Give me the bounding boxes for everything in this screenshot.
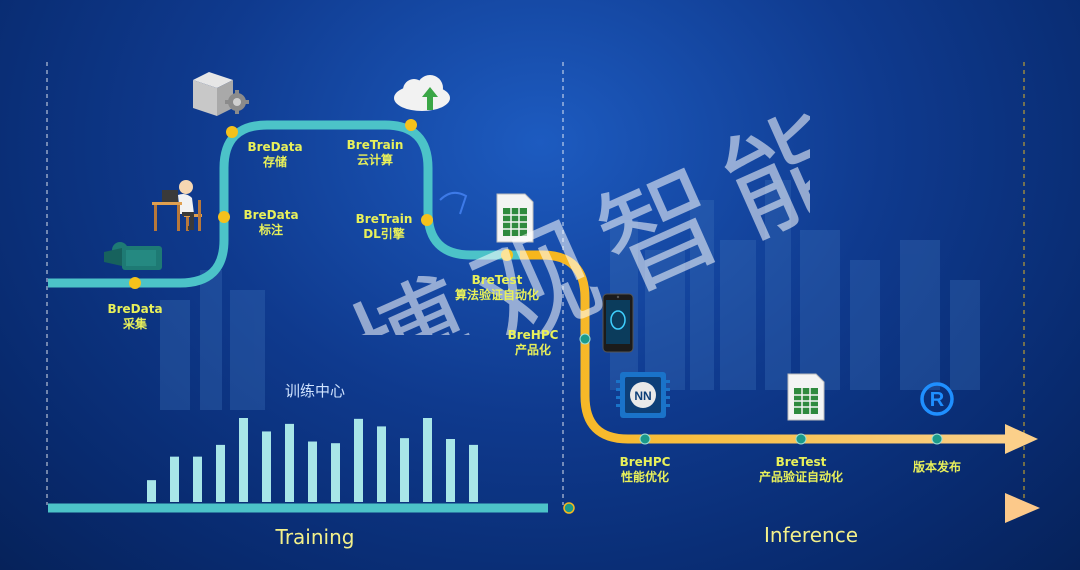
training-bar (469, 444, 478, 502)
node-bretest-algo: BreTest 算法验证自动化 (455, 273, 539, 303)
node-subtitle: DL引擎 (363, 227, 405, 241)
video-camera-icon (104, 242, 162, 270)
node-bredata-collect: BreData 采集 (107, 302, 162, 332)
pipeline-gold (520, 250, 1008, 444)
node-brehpc-perf: BreHPC 性能优化 (620, 455, 671, 485)
timeline-arrowhead (1005, 493, 1040, 523)
pipeline-arrowhead (1005, 424, 1038, 454)
pipeline-teal (48, 120, 520, 288)
training-bar (285, 423, 294, 502)
training-bar (354, 418, 363, 502)
svg-text:NN: NN (634, 389, 651, 403)
training-bar (400, 438, 409, 502)
node-subtitle: 标注 (258, 223, 284, 237)
training-bar (147, 480, 156, 502)
phase-training-label: Training (275, 525, 355, 549)
node-bretrain-dl: BreTrain DL引擎 (356, 212, 413, 242)
svg-text:R: R (930, 389, 945, 411)
node-title: BreData (243, 208, 299, 222)
skyline-background (160, 180, 980, 410)
dot-bretrain-cloud (405, 119, 417, 131)
node-title: BreTrain (355, 212, 413, 226)
training-bar (331, 443, 340, 502)
node-title: BreData (247, 140, 303, 154)
dot-bredata-label (218, 211, 230, 223)
dot-bretest-product (795, 433, 807, 445)
node-title: BreTest (471, 273, 523, 287)
server-gear-icon (193, 72, 249, 116)
node-subtitle: 版本发布 (912, 460, 962, 474)
node-bretrain-cloud: BreTrain 云计算 (347, 138, 404, 168)
training-bar (446, 439, 455, 502)
node-title: BreTest (775, 455, 827, 469)
node-subtitle: 云计算 (356, 153, 393, 167)
dot-bretest-algo (501, 249, 513, 261)
cloud-upload-icon (394, 75, 450, 111)
person-at-desk-icon (152, 180, 202, 231)
dot-bretrain-dl (421, 214, 433, 226)
node-title: BreData (107, 302, 163, 316)
node-title: BreHPC (507, 328, 559, 342)
training-center-bars (147, 418, 478, 502)
training-bar (262, 431, 271, 502)
timeline-junction-dot (563, 502, 575, 514)
dot-bredata-collect (129, 277, 141, 289)
node-subtitle: 产品化 (514, 343, 552, 357)
node-dots (129, 119, 943, 445)
spreadsheet-icon (496, 193, 534, 243)
node-brehpc-product: BreHPC 产品化 (508, 328, 559, 358)
node-title: BreTrain (346, 138, 404, 152)
node-bretest-product: BreTest 产品验证自动化 (759, 455, 843, 485)
training-bar (216, 444, 225, 502)
node-bredata-store: BreData 存储 (247, 140, 302, 170)
spreadsheet-icon (787, 373, 825, 421)
dot-brehpc-perf (639, 433, 651, 445)
training-bar (170, 456, 179, 502)
training-bar (308, 441, 317, 502)
smartphone-face-icon (602, 293, 634, 353)
nn-chip-icon: NN (616, 372, 670, 418)
decorative-swirl (439, 191, 468, 215)
node-subtitle: 性能优化 (620, 470, 670, 484)
registered-mark-icon: R (920, 382, 954, 416)
training-bar (239, 418, 248, 502)
node-subtitle: 产品验证自动化 (758, 470, 844, 484)
node-bredata-label: BreData 标注 (243, 208, 298, 238)
node-subtitle: 算法验证自动化 (454, 288, 540, 302)
phase-inference-label: Inference (764, 523, 858, 547)
training-bar (377, 426, 386, 502)
dot-release (931, 433, 943, 445)
training-center-label: 训练中心 (284, 382, 346, 400)
training-bar (423, 418, 432, 502)
node-title: BreHPC (619, 455, 671, 469)
node-subtitle: 采集 (122, 317, 148, 331)
node-release: 版本发布 (913, 460, 961, 475)
dot-brehpc-product (579, 333, 591, 345)
training-bar (193, 456, 202, 502)
node-subtitle: 存储 (262, 155, 288, 169)
dot-bredata-store (226, 126, 238, 138)
